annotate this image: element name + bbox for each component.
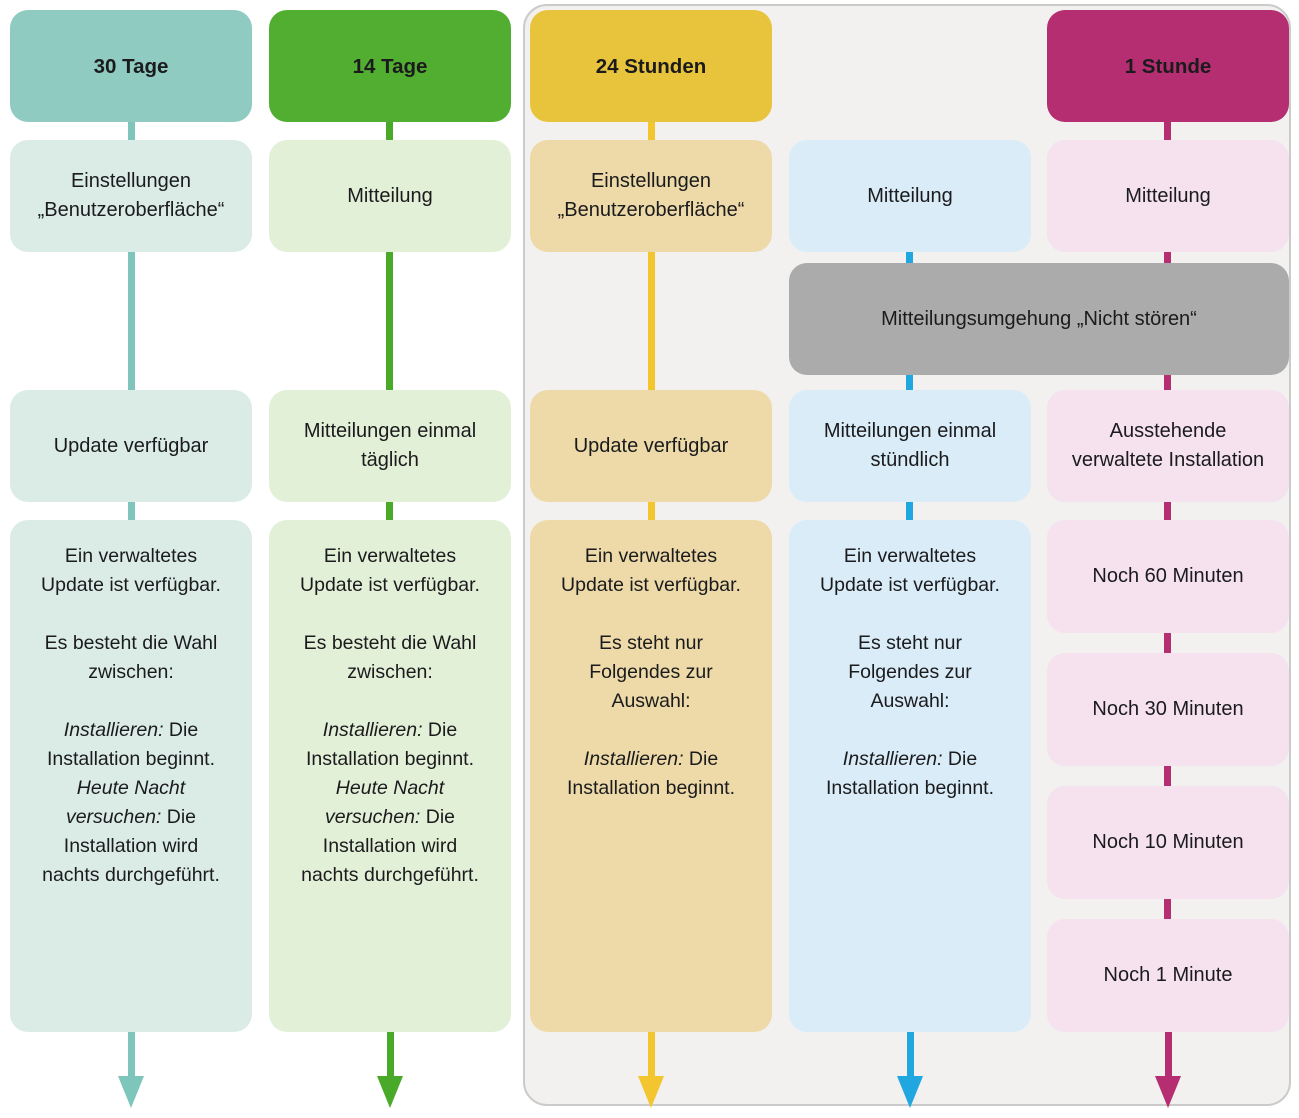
update-available-box-24: Update verfügbar — [530, 390, 772, 502]
countdown-60-box: Noch 60 Minuten — [1047, 520, 1289, 633]
arrow-down-14-tage — [375, 1032, 405, 1108]
countdown-1-box: Noch 1 Minute — [1047, 919, 1289, 1032]
header-box-14-tage: 14 Tage — [269, 10, 511, 122]
connector — [648, 252, 655, 390]
connector — [1164, 375, 1171, 390]
arrow-down-30-tage — [116, 1032, 146, 1108]
connector — [648, 122, 655, 140]
connector — [386, 252, 393, 390]
countdown-10-box: Noch 10 Minuten — [1047, 786, 1289, 899]
connector — [1164, 502, 1171, 520]
header-box-24-stunden: 24 Stunden — [530, 10, 772, 122]
connector — [1164, 252, 1171, 263]
settings-ui-box-30: Einstellungen„Benutzeroberfläche“ — [10, 140, 252, 252]
connector — [386, 122, 393, 140]
header-box-1-stunde: 1 Stunde — [1047, 10, 1289, 122]
countdown-30-box: Noch 30 Minuten — [1047, 653, 1289, 766]
connector — [1164, 122, 1171, 140]
connector — [1164, 766, 1171, 786]
dnd-bypass-box: Mitteilungsumgehung „Nicht stören“ — [789, 263, 1289, 375]
header-box-30-tage: 30 Tage — [10, 10, 252, 122]
arrow-down-1-stunde — [1153, 1032, 1183, 1108]
notification-box-1-stunde: Mitteilung — [1047, 140, 1289, 252]
connector — [1164, 633, 1171, 653]
connector — [386, 502, 393, 520]
arrow-down-hourly — [895, 1032, 925, 1108]
connector — [128, 252, 135, 390]
arrow-down-24-stunden — [636, 1032, 666, 1108]
connector — [128, 122, 135, 140]
connector — [906, 375, 913, 390]
connector — [906, 252, 913, 263]
connector — [128, 502, 135, 520]
notification-box-14: Mitteilung — [269, 140, 511, 252]
settings-ui-box-24: Einstellungen„Benutzeroberfläche“ — [530, 140, 772, 252]
update-available-box-30: Update verfügbar — [10, 390, 252, 502]
connector — [906, 502, 913, 520]
connector — [1164, 899, 1171, 919]
connector — [648, 502, 655, 520]
notification-box-hourly-flow: Mitteilung — [789, 140, 1031, 252]
